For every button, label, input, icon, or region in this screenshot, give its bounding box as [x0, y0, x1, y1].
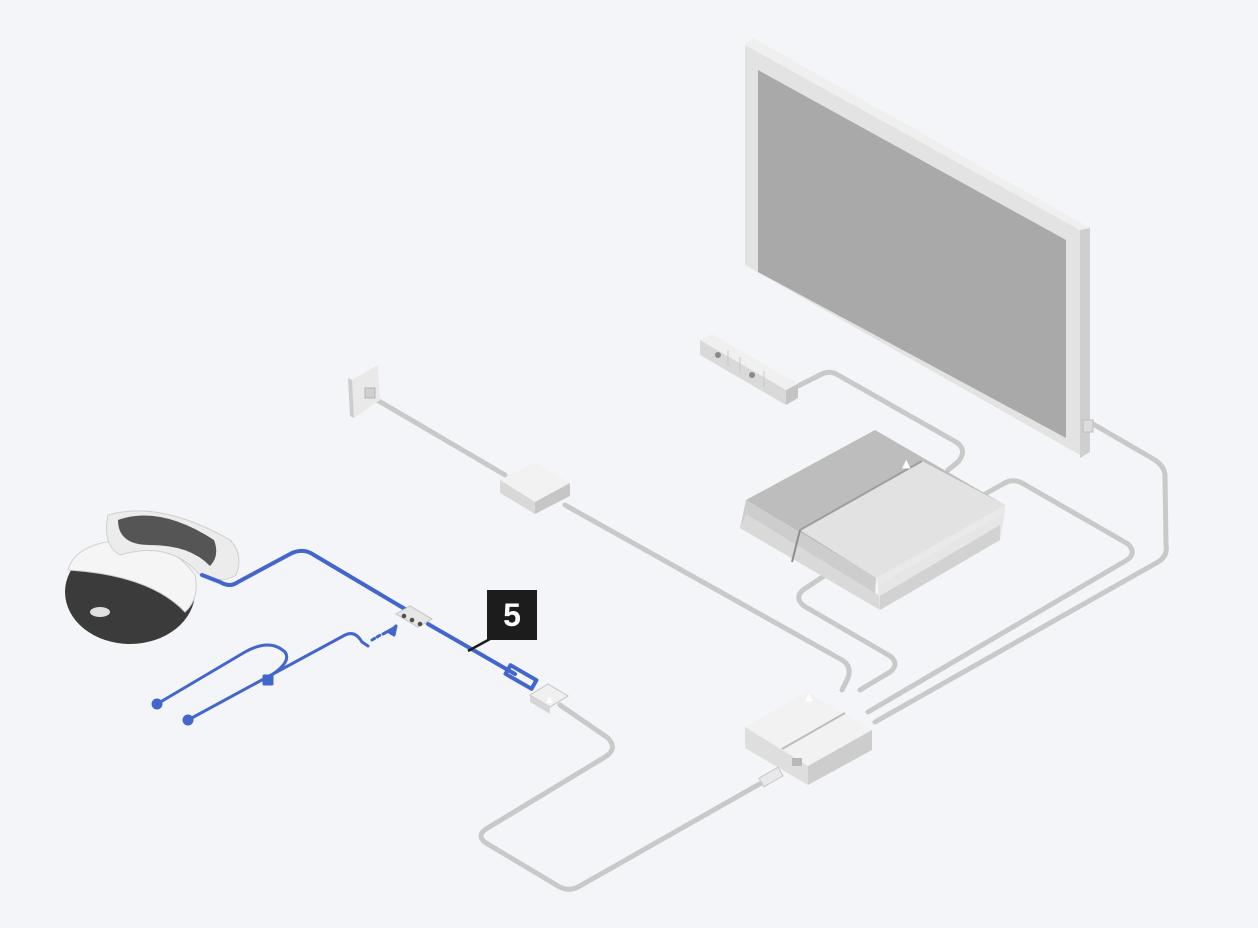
ps-logo-icon: ▲: [546, 695, 553, 705]
wall-outlet: [348, 365, 380, 418]
headset-cable-connector: ▲: [529, 683, 569, 714]
outlet-to-adaptor-cable: [369, 394, 508, 478]
processor-to-ps4-usb-cable: [865, 478, 1135, 715]
stereo-headphones: [151, 624, 398, 726]
camera-cable: [787, 369, 965, 473]
processor-unit: ▲: [745, 692, 872, 788]
adaptor-to-processor-cable: [562, 502, 852, 693]
callout-leader-line: [467, 637, 491, 653]
inline-remote: [395, 605, 433, 628]
callout-label: 5: [487, 590, 537, 640]
ps-logo-icon: ▲: [902, 457, 911, 470]
processor-to-tv-cable: [872, 421, 1169, 725]
tv-monitor: [745, 38, 1094, 458]
ps4-console: ▲: [740, 430, 1005, 610]
ps4-to-processor-cable: [796, 569, 898, 693]
playstation-camera: [700, 334, 798, 405]
ac-adaptor: [500, 462, 570, 514]
ps-logo-icon: ▲: [805, 692, 813, 703]
processor-to-headset-cable: [478, 702, 773, 892]
vr-headset: [65, 510, 240, 644]
